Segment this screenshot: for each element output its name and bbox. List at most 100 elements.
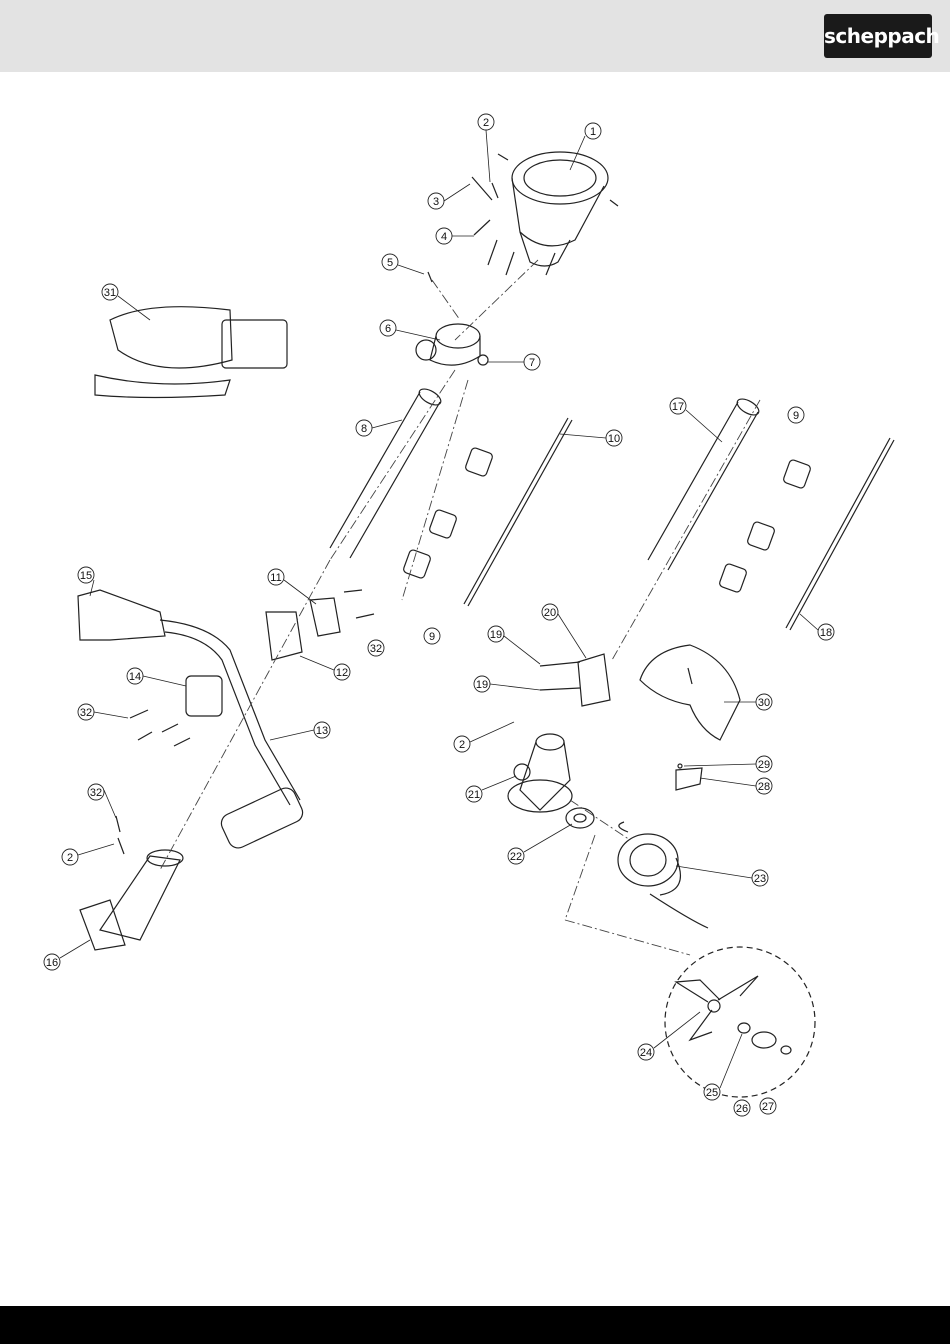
part-labels: 1 2 3 4 5 6 7 8 9 9 10 11 12 13 14 15 16… xyxy=(44,114,834,1116)
svg-text:9: 9 xyxy=(793,410,799,422)
label-7: 7 xyxy=(524,354,540,370)
label-32b: 32 xyxy=(78,704,94,720)
svg-text:1: 1 xyxy=(590,126,596,138)
svg-text:23: 23 xyxy=(754,873,766,885)
scheppach-logo: scheppach xyxy=(824,14,932,58)
label-19a: 19 xyxy=(488,626,504,642)
label-16: 16 xyxy=(44,954,60,970)
svg-text:8: 8 xyxy=(361,423,367,435)
svg-text:15: 15 xyxy=(80,570,92,582)
svg-text:13: 13 xyxy=(316,725,328,737)
part-31-tool-bag xyxy=(95,307,287,398)
label-32c: 32 xyxy=(88,784,104,800)
svg-text:32: 32 xyxy=(370,643,382,655)
part-14-grip xyxy=(186,676,222,716)
svg-text:19: 19 xyxy=(490,629,502,641)
brand-name: scheppach xyxy=(824,14,932,58)
label-26: 26 xyxy=(734,1100,750,1116)
label-2c: 2 xyxy=(62,849,78,865)
part-16-engine-grip xyxy=(80,850,183,950)
label-32a: 32 xyxy=(368,640,384,656)
leader-lines xyxy=(60,130,818,1088)
label-25: 25 xyxy=(704,1084,720,1100)
label-30: 30 xyxy=(756,694,772,710)
part-1-gearbox xyxy=(498,152,618,266)
part-8-upper-tube xyxy=(330,386,443,558)
header-bar: scheppach xyxy=(0,0,950,72)
label-13: 13 xyxy=(314,722,330,738)
label-24: 24 xyxy=(638,1044,654,1060)
part-10-drive-shaft xyxy=(464,418,572,606)
exploded-diagram: 1 2 3 4 5 6 7 8 9 9 10 11 12 13 14 15 16… xyxy=(0,72,950,1306)
svg-text:10: 10 xyxy=(608,433,620,445)
part-17-lower-tube xyxy=(648,396,761,570)
part-28-29-line-cutter xyxy=(676,764,702,790)
svg-text:24: 24 xyxy=(640,1047,652,1059)
svg-text:2: 2 xyxy=(67,852,73,864)
svg-text:2: 2 xyxy=(459,739,465,751)
label-9b: 9 xyxy=(788,407,804,423)
svg-text:27: 27 xyxy=(762,1101,774,1113)
label-19b: 19 xyxy=(474,676,490,692)
svg-text:11: 11 xyxy=(270,572,281,584)
label-15: 15 xyxy=(78,567,94,583)
svg-text:14: 14 xyxy=(129,671,141,683)
svg-text:25: 25 xyxy=(706,1087,718,1099)
svg-text:18: 18 xyxy=(820,627,832,639)
label-10: 10 xyxy=(606,430,622,446)
svg-text:6: 6 xyxy=(385,323,391,335)
label-2a: 2 xyxy=(478,114,494,130)
part-18-lower-shaft xyxy=(786,438,894,630)
svg-text:7: 7 xyxy=(529,357,535,369)
svg-text:19: 19 xyxy=(476,679,488,691)
label-18: 18 xyxy=(818,624,834,640)
label-22: 22 xyxy=(508,848,524,864)
label-1: 1 xyxy=(585,123,601,139)
svg-text:5: 5 xyxy=(387,257,393,269)
svg-text:2: 2 xyxy=(483,117,489,129)
label-29: 29 xyxy=(756,756,772,772)
label-3: 3 xyxy=(428,193,444,209)
svg-text:12: 12 xyxy=(336,667,348,679)
label-31: 31 xyxy=(102,284,118,300)
label-14: 14 xyxy=(127,668,143,684)
svg-text:4: 4 xyxy=(441,231,447,243)
label-2b: 2 xyxy=(454,736,470,752)
svg-text:32: 32 xyxy=(80,707,92,719)
svg-text:21: 21 xyxy=(468,789,480,801)
label-4: 4 xyxy=(436,228,452,244)
label-23: 23 xyxy=(752,870,768,886)
footer-bar xyxy=(0,1306,950,1344)
part-13-handle-bar xyxy=(218,785,306,851)
part-25-26-27-fasteners xyxy=(738,1023,791,1054)
svg-text:17: 17 xyxy=(672,401,684,413)
svg-text:32: 32 xyxy=(90,787,102,799)
label-12: 12 xyxy=(334,664,350,680)
label-8: 8 xyxy=(356,420,372,436)
part-20-bracket xyxy=(540,654,610,706)
label-17: 17 xyxy=(670,398,686,414)
label-5: 5 xyxy=(382,254,398,270)
part-9-bushings xyxy=(403,447,812,593)
label-6: 6 xyxy=(380,320,396,336)
label-20: 20 xyxy=(542,604,558,620)
svg-text:28: 28 xyxy=(758,781,770,793)
part-32-screws xyxy=(116,710,190,854)
svg-text:9: 9 xyxy=(429,631,435,643)
part-21-gear-head xyxy=(508,734,572,812)
part-30-guard xyxy=(640,645,740,740)
label-11: 11 xyxy=(268,569,284,585)
svg-text:3: 3 xyxy=(433,196,439,208)
svg-text:26: 26 xyxy=(736,1103,748,1115)
svg-text:30: 30 xyxy=(758,697,770,709)
label-21: 21 xyxy=(466,786,482,802)
svg-text:16: 16 xyxy=(46,957,58,969)
part-11-12-handle-clamp xyxy=(266,590,374,660)
label-28: 28 xyxy=(756,778,772,794)
svg-text:22: 22 xyxy=(510,851,522,863)
svg-text:29: 29 xyxy=(758,759,770,771)
svg-text:31: 31 xyxy=(104,287,116,299)
part-23-trimmer-head xyxy=(618,822,708,928)
part-6-clamp xyxy=(416,324,488,365)
label-9a: 9 xyxy=(424,628,440,644)
